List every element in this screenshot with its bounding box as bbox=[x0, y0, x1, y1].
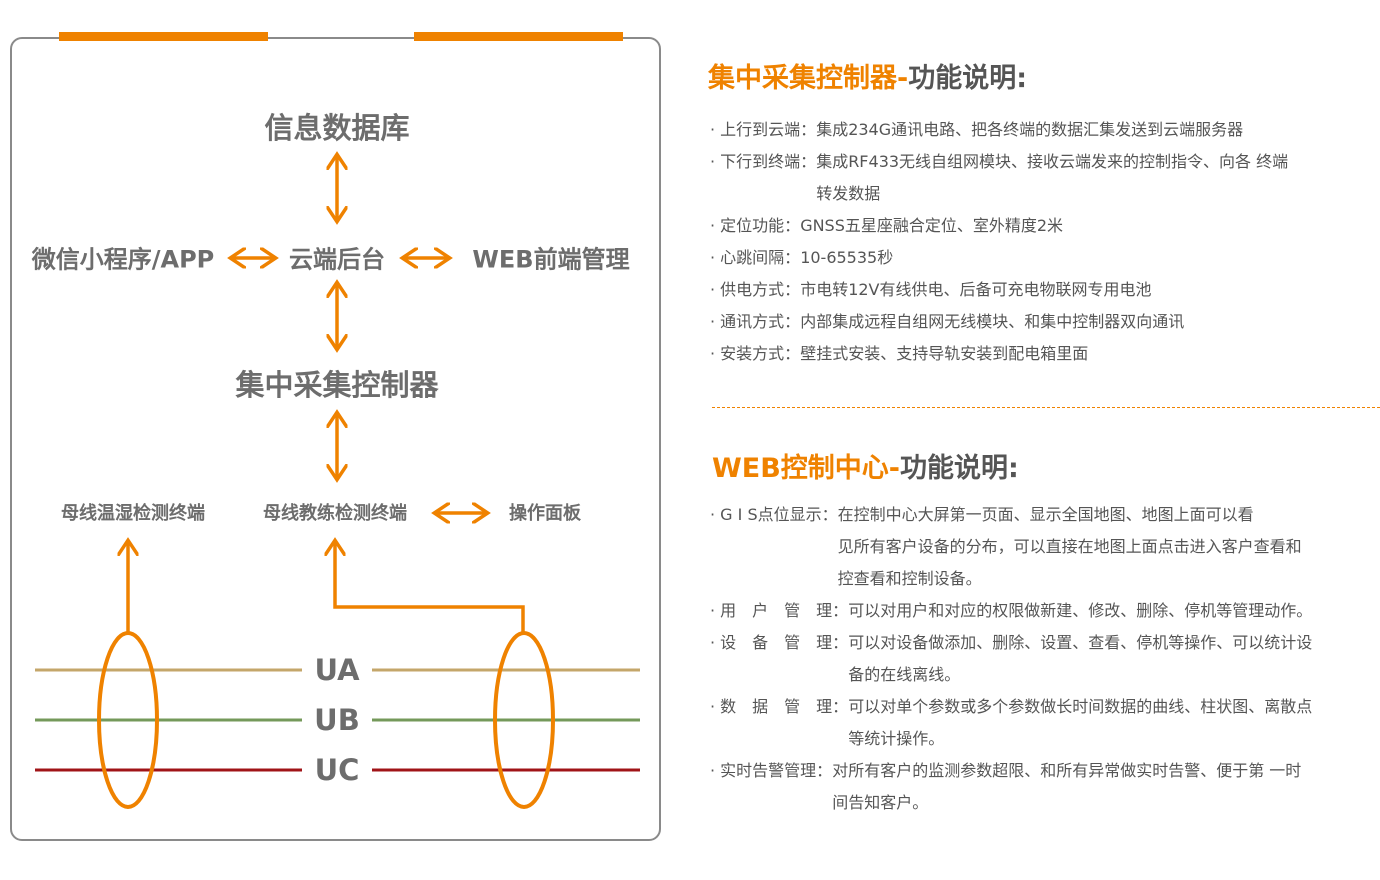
feature-description-line: 10-65535秒 bbox=[800, 248, 894, 267]
feature-description-line: 可以对设备做添加、删除、设置、查看、停机等操作、可以统计设 bbox=[848, 633, 1313, 652]
section2-title-accent: WEB控制中心- bbox=[712, 453, 901, 484]
sensor-ring-left bbox=[97, 631, 159, 809]
phase-label-ua: UA bbox=[314, 653, 360, 687]
feature-item: · 上行到云端：集成234G通讯电路、把各终端的数据汇集发送到云端服务器 bbox=[710, 114, 1288, 146]
feature-item: · 数 据 管 理：可以对单个参数或多个参数做长时间数据的曲线、柱状图、离散点等… bbox=[710, 691, 1312, 755]
feature-description: 集成RF433无线自组网模块、接收云端发来的控制指令、向各 终端转发数据 bbox=[816, 146, 1288, 210]
feature-label: · 设 备 管 理： bbox=[710, 633, 849, 652]
feature-item: · 设 备 管 理：可以对设备做添加、删除、设置、查看、停机等操作、可以统计设备… bbox=[710, 627, 1312, 691]
architecture-diagram bbox=[35, 0, 640, 809]
phase-label-ub: UB bbox=[314, 703, 360, 737]
feature-label: · 数 据 管 理： bbox=[710, 697, 849, 716]
feature-description-line: 市电转12V有线供电、后备可充电物联网专用电池 bbox=[800, 280, 1152, 299]
feature-description: 市电转12V有线供电、后备可充电物联网专用电池 bbox=[800, 274, 1151, 306]
feature-description: 对所有客户的监测参数超限、和所有异常做实时告警、便于第 一时间告知客户。 bbox=[832, 755, 1301, 819]
feature-item: · 通讯方式：内部集成远程自组网无线模块、和集中控制器双向通讯 bbox=[710, 306, 1288, 338]
feature-item: · 用 户 管 理：可以对用户和对应的权限做新建、修改、删除、停机等管理动作。 bbox=[710, 595, 1312, 627]
feature-description-line: 集成234G通讯电路、把各终端的数据汇集发送到云端服务器 bbox=[816, 120, 1244, 139]
feature-label: · 用 户 管 理： bbox=[710, 601, 849, 620]
feature-description-line: 转发数据 bbox=[816, 184, 881, 203]
feature-description: 内部集成远程自组网无线模块、和集中控制器双向通讯 bbox=[800, 306, 1184, 338]
feature-description: 壁挂式安装、支持导轨安装到配电箱里面 bbox=[800, 338, 1088, 370]
feature-item: · G I S点位显示：在控制中心大屏第一页面、显示全国地图、地图上面可以看见所… bbox=[710, 499, 1312, 595]
feature-description: 可以对设备做添加、删除、设置、查看、停机等操作、可以统计设备的在线离线。 bbox=[848, 627, 1312, 691]
accent-bar-left bbox=[59, 32, 268, 41]
feature-description-line: 可以对用户和对应的权限做新建、修改、删除、停机等管理动作。 bbox=[848, 601, 1313, 620]
diagram-frame bbox=[10, 37, 661, 841]
section2-feature-list: · G I S点位显示：在控制中心大屏第一页面、显示全国地图、地图上面可以看见所… bbox=[710, 499, 1312, 819]
sensor-ring-right bbox=[493, 631, 555, 809]
feature-description-line: GNSS五星座融合定位、室外精度2米 bbox=[800, 216, 1064, 235]
feature-description: 集成234G通讯电路、把各终端的数据汇集发送到云端服务器 bbox=[816, 114, 1243, 146]
section2-title-rest: 功能说明: bbox=[900, 453, 1019, 484]
section2-title: WEB控制中心-功能说明: bbox=[712, 446, 1019, 485]
feature-description: 可以对单个参数或多个参数做长时间数据的曲线、柱状图、离散点等统计操作。 bbox=[848, 691, 1312, 755]
feature-label: · 安装方式： bbox=[710, 344, 801, 363]
feature-item: · 安装方式：壁挂式安装、支持导轨安装到配电箱里面 bbox=[710, 338, 1288, 370]
feature-description: 10-65535秒 bbox=[800, 242, 893, 274]
feature-item: · 定位功能：GNSS五星座融合定位、室外精度2米 bbox=[710, 210, 1288, 242]
feature-description-line: 间告知客户。 bbox=[832, 793, 929, 812]
wechat-app-node: 微信小程序/APP bbox=[31, 245, 215, 274]
feature-description: 在控制中心大屏第一页面、显示全国地图、地图上面可以看见所有客户设备的分布，可以直… bbox=[838, 499, 1302, 595]
accent-bar-right bbox=[414, 32, 623, 41]
section1-feature-list: · 上行到云端：集成234G通讯电路、把各终端的数据汇集发送到云端服务器· 下行… bbox=[710, 114, 1288, 370]
feature-description-line: 可以对单个参数或多个参数做长时间数据的曲线、柱状图、离散点 bbox=[848, 697, 1313, 716]
feature-description-line: 内部集成远程自组网无线模块、和集中控制器双向通讯 bbox=[800, 312, 1185, 331]
feature-item: · 供电方式：市电转12V有线供电、后备可充电物联网专用电池 bbox=[710, 274, 1288, 306]
feature-description-line: 见所有客户设备的分布，可以直接在地图上面点击进入客户查看和 bbox=[837, 537, 1302, 556]
cloud-backend-node: 云端后台 bbox=[289, 245, 385, 274]
feature-label: · 供电方式： bbox=[710, 280, 801, 299]
web-frontend-node: WEB前端管理 bbox=[472, 245, 630, 274]
feature-description: 可以对用户和对应的权限做新建、修改、删除、停机等管理动作。 bbox=[848, 595, 1312, 627]
feature-description-line: 在控制中心大屏第一页面、显示全国地图、地图上面可以看 bbox=[837, 505, 1254, 524]
busbar-terminal-node: 母线教练检测终端 bbox=[263, 503, 407, 524]
section-divider bbox=[712, 407, 1380, 408]
feature-item: · 下行到终端：集成RF433无线自组网模块、接收云端发来的控制指令、向各 终端… bbox=[710, 146, 1288, 210]
operation-panel-node: 操作面板 bbox=[509, 503, 581, 524]
feature-label: · 上行到云端： bbox=[710, 120, 817, 139]
feature-item: · 心跳间隔：10-65535秒 bbox=[710, 242, 1288, 274]
feature-label: · 实时告警管理： bbox=[710, 761, 833, 780]
section1-title-rest: 功能说明: bbox=[908, 63, 1028, 94]
feature-label: · 定位功能： bbox=[710, 216, 801, 235]
controller-node: 集中采集控制器 bbox=[235, 368, 439, 402]
section1-title: 集中采集控制器-功能说明: bbox=[708, 56, 1027, 95]
feature-description-line: 壁挂式安装、支持导轨安装到配电箱里面 bbox=[800, 344, 1089, 363]
phase-label-uc: UC bbox=[314, 753, 360, 787]
feature-description-line: 集成RF433无线自组网模块、接收云端发来的控制指令、向各 终端 bbox=[816, 152, 1289, 171]
feature-description: GNSS五星座融合定位、室外精度2米 bbox=[800, 210, 1063, 242]
feature-description-line: 等统计操作。 bbox=[848, 729, 945, 748]
feature-description-line: 备的在线离线。 bbox=[848, 665, 961, 684]
section1-title-accent: 集中采集控制器- bbox=[708, 63, 909, 94]
feature-label: · 心跳间隔： bbox=[710, 248, 801, 267]
temp-humidity-terminal-node: 母线温湿检测终端 bbox=[61, 503, 205, 524]
database-node: 信息数据库 bbox=[264, 111, 410, 145]
feature-label: · G I S点位显示： bbox=[710, 505, 838, 524]
feature-label: · 通讯方式： bbox=[710, 312, 801, 331]
feature-item: · 实时告警管理：对所有客户的监测参数超限、和所有异常做实时告警、便于第 一时间… bbox=[710, 755, 1312, 819]
feature-label: · 下行到终端： bbox=[710, 152, 817, 171]
feature-description-line: 对所有客户的监测参数超限、和所有异常做实时告警、便于第 一时 bbox=[832, 761, 1302, 780]
arrow-sensor-train bbox=[335, 542, 525, 633]
feature-description-line: 控查看和控制设备。 bbox=[837, 569, 982, 588]
